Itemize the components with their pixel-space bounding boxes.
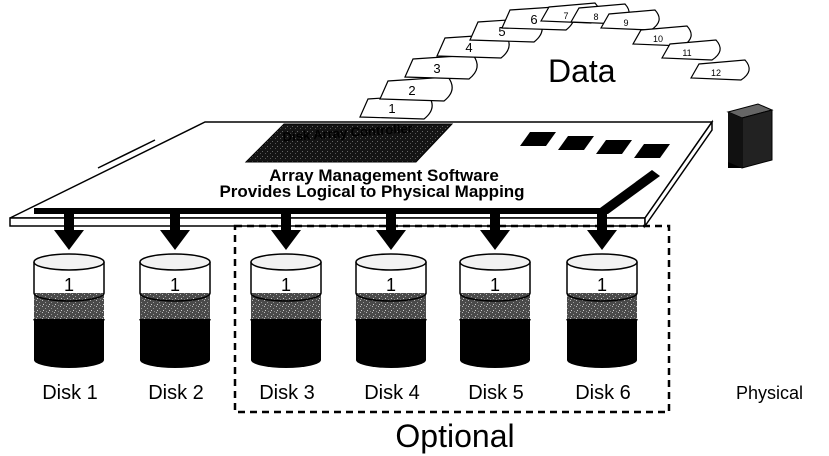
data-page-number: 7 [563,11,568,21]
data-page-number: 2 [408,83,415,98]
optional-group-box [233,224,671,414]
down-arrow-icon [271,214,301,250]
disk-block-label: 1 [597,275,607,295]
disk-cylinder-icon [250,253,322,368]
disk-block-label: 1 [64,275,74,295]
data-page-number: 10 [653,34,663,44]
disk-cylinder-icon [33,253,105,368]
disk-block-label: 1 [281,275,291,295]
software-line2: Provides Logical to Physical Mapping [219,182,524,201]
disk-label: Disk 3 [259,382,315,404]
controller-platform [9,119,714,229]
data-page-number: 3 [433,61,440,76]
disk-label: Disk 5 [468,382,524,404]
down-arrow-icon [587,214,617,250]
disk-block-label: 1 [170,275,180,295]
data-page-number: 5 [498,24,505,39]
disk-cylinder-icon [139,253,211,368]
data-page: 11 [660,39,721,61]
data-page-number: 4 [465,40,472,55]
data-page-number: 12 [711,68,721,78]
data-page-number: 6 [530,12,537,27]
down-arrow-icon [54,214,84,250]
down-arrow-icon [376,214,406,250]
disk-block-label: 1 [490,275,500,295]
down-arrow-icon [480,214,510,250]
data-page-number: 8 [593,12,598,22]
data-page: 3 [404,54,478,80]
data-page-number: 9 [623,18,628,28]
disk-label: Disk 6 [575,382,631,404]
disk-cylinder-icon [355,253,427,368]
data-page-number: 1 [388,101,395,116]
disk-cylinder-icon [566,253,638,368]
disk-label: Disk 1 [42,382,98,404]
data-page: 12 [689,59,750,81]
disk-label: Disk 2 [148,382,204,404]
data-label: Data [548,53,616,89]
software-line1: Array Management Software [269,166,499,185]
physical-label: Physical [736,383,803,403]
disk-cylinder-icon [459,253,531,368]
data-page: 2 [379,76,453,102]
storage-cube-icon [726,103,774,169]
disk-label: Disk 4 [364,382,420,404]
disk-block-label: 1 [386,275,396,295]
down-arrow-icon [160,214,190,250]
optional-label: Optional [395,418,514,454]
data-page-number: 11 [682,48,691,58]
